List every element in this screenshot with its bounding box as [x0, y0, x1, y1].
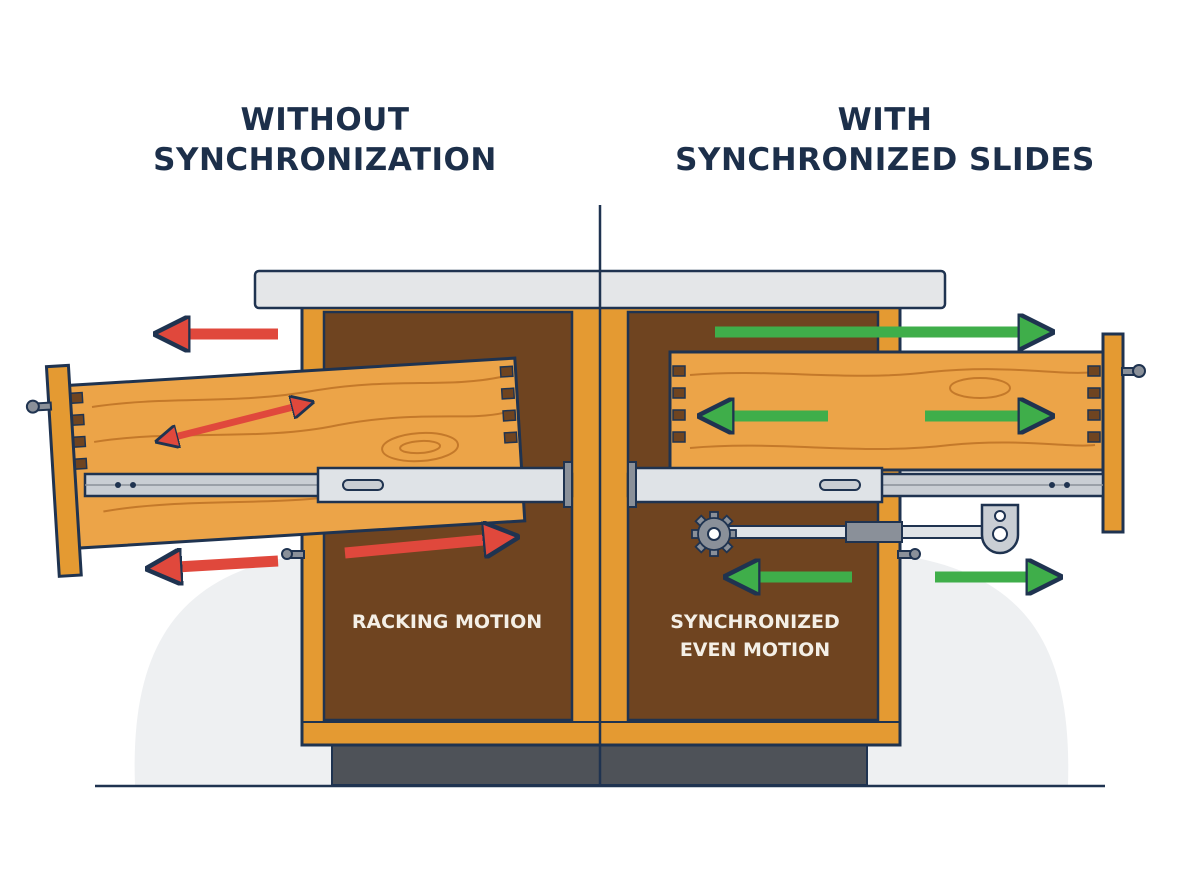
- gear-icon: [691, 511, 737, 557]
- left-bottom-arrow: [160, 561, 279, 568]
- synchronized-motion-text-2: EVEN MOTION: [679, 639, 831, 661]
- left-slide-rail: [83, 461, 574, 508]
- right-drawer-front: [1101, 332, 1125, 534]
- right-slide-rail: [626, 461, 1105, 508]
- right-drawer-group: [668, 332, 1146, 534]
- handle-icon: [897, 548, 921, 560]
- left-interior-arrow: [344, 538, 505, 553]
- synchronized-motion-label: SYNCHRONIZED EVEN MOTION: [640, 608, 870, 664]
- handle-icon: [281, 548, 305, 560]
- racking-motion-label: RACKING MOTION: [322, 608, 572, 636]
- right-title-line1: WITH: [837, 102, 933, 138]
- racking-motion-text: RACKING MOTION: [351, 611, 543, 633]
- synchronized-motion-text-1: SYNCHRONIZED: [670, 611, 840, 633]
- right-title-line2: SYNCHRONIZED SLIDES: [675, 142, 1095, 178]
- left-drawer-front: [44, 363, 83, 578]
- right-title: WITH SYNCHRONIZED SLIDES: [655, 100, 1115, 180]
- racking-double-arrow: [162, 404, 306, 440]
- left-drawer-box: [64, 356, 527, 550]
- left-title-line1: WITHOUT: [240, 102, 410, 138]
- handle-icon: [1121, 364, 1146, 378]
- handle-icon: [25, 399, 53, 414]
- left-title-line2: SYNCHRONIZATION: [153, 142, 497, 178]
- left-title: WITHOUT SYNCHRONIZATION: [95, 100, 555, 180]
